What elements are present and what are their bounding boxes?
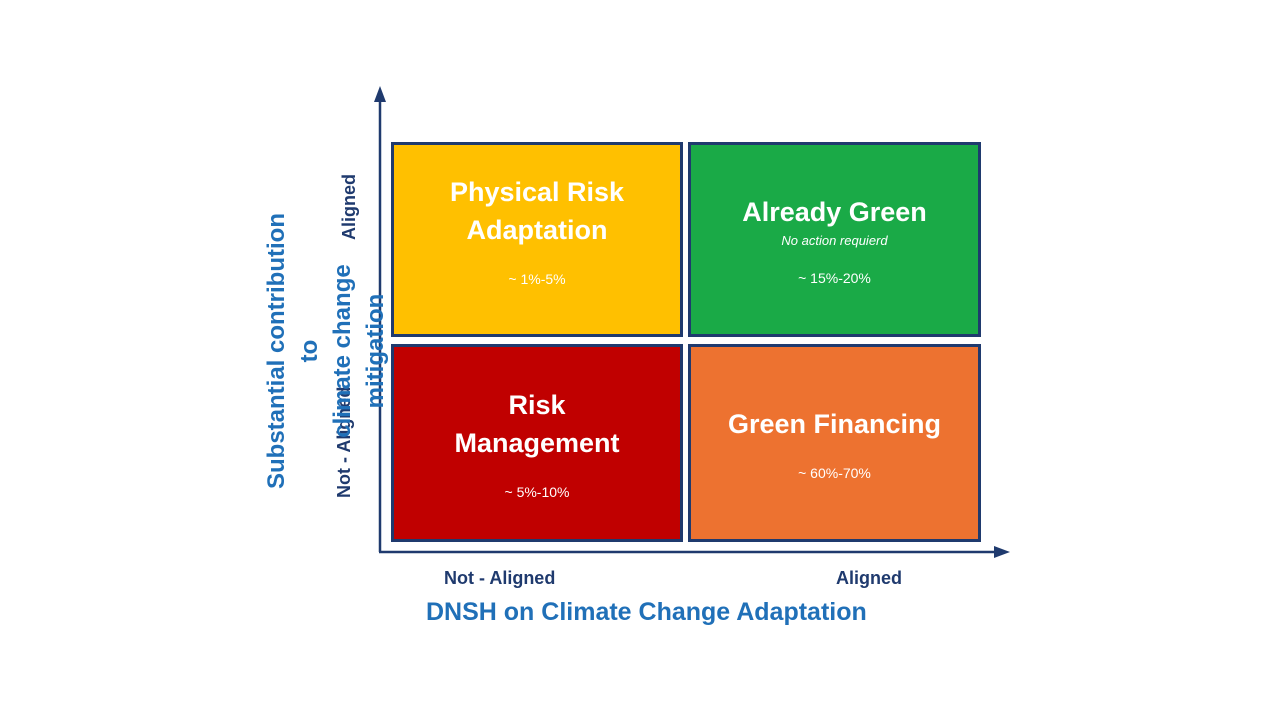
quadrant-note: No action requierd	[781, 233, 888, 248]
y-axis-label: Substantial contribution to climate chan…	[263, 213, 389, 489]
quadrant-percentage: ~ 15%-20%	[798, 270, 871, 286]
quadrant-percentage: ~ 1%-5%	[508, 270, 566, 287]
y-axis-arrow	[374, 86, 386, 102]
x-axis-label: DNSH on Climate Change Adaptation	[426, 598, 867, 626]
quadrant-title: Green Financing	[727, 409, 942, 439]
y-tick-aligned: Aligned	[339, 174, 359, 240]
quadrant-title: Already Green	[742, 197, 927, 227]
quadrant-title: Risk Management	[454, 390, 620, 458]
x-tick-aligned: Aligned	[836, 568, 902, 588]
quadrant-title: Physical Risk Adaptation	[449, 176, 625, 245]
x-tick-not-aligned: Not - Aligned	[444, 568, 556, 588]
quadrant-already-green: Already Green No action requierd ~ 15%-2…	[688, 142, 981, 337]
quadrant-green-financing: Green Financing ~ 60%-70%	[688, 344, 981, 542]
quadrant-percentage: ~ 5%-10%	[504, 484, 570, 500]
quadrant-percentage: ~ 60%-70%	[798, 465, 871, 481]
x-axis-arrow	[994, 546, 1010, 558]
quadrant-risk-management: Risk Management ~ 5%-10%	[391, 344, 683, 542]
quadrant-physical-risk-adaptation: Physical Risk Adaptation ~ 1%-5%	[391, 142, 683, 337]
